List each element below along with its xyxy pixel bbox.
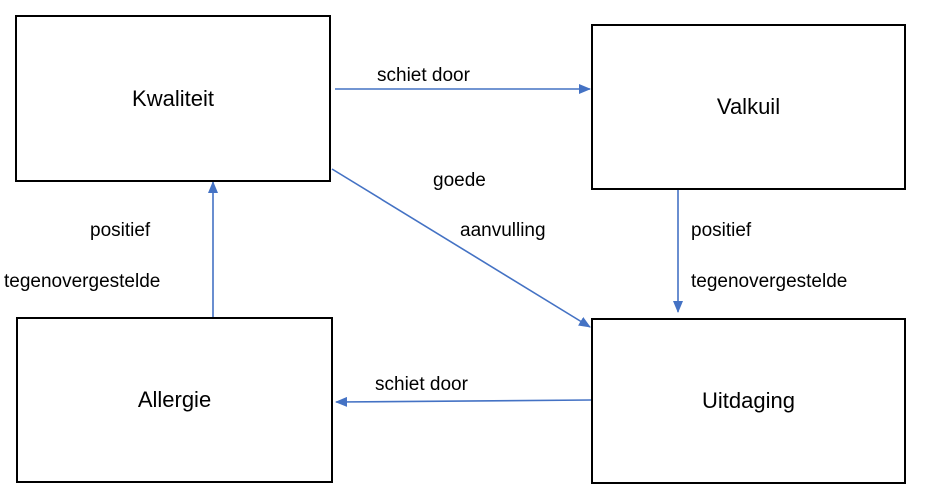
edge-label-valkuil-uitdaging-line2: tegenovergestelde — [691, 271, 848, 292]
edge-label-kwaliteit-uitdaging-line2: aanvulling — [460, 220, 546, 241]
node-uitdaging: Uitdaging — [591, 318, 906, 484]
edge-label-kwaliteit-uitdaging-line1: goede — [433, 170, 486, 191]
node-allergie-label: Allergie — [137, 387, 212, 412]
node-allergie: Allergie — [16, 317, 333, 483]
edge-label-allergie-kwaliteit-line2: tegenovergestelde — [4, 271, 161, 292]
edge-label-valkuil-uitdaging-line1: positief — [691, 220, 752, 241]
arrow-uitdaging-to-allergie — [335, 396, 592, 407]
edge-label-uitdaging-allergie: schiet door — [375, 374, 468, 395]
node-kwaliteit-label: Kwaliteit — [132, 85, 214, 111]
node-uitdaging-label: Uitdaging — [702, 388, 795, 413]
node-valkuil: Valkuil — [591, 24, 906, 190]
node-valkuil-label: Valkuil — [716, 94, 781, 119]
edge-label-allergie-kwaliteit-line1: positief — [90, 220, 151, 241]
node-kwaliteit: Kwaliteit — [15, 15, 331, 182]
arrow-kwaliteit-to-uitdaging — [331, 168, 591, 328]
edge-label-kwaliteit-valkuil: schiet door — [377, 65, 470, 86]
